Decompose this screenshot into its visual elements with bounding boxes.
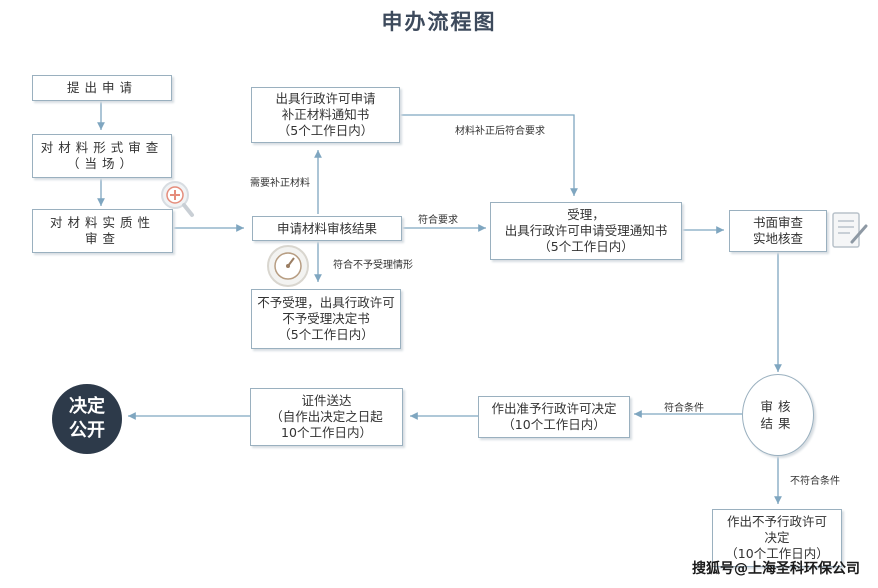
gauge-icon: [267, 245, 309, 287]
step-formal-review: 对材料形式审查 （当场）: [32, 134, 172, 178]
step-inspection: 书面审查 实地核查: [729, 210, 827, 252]
step-decision-published: 决定 公开: [52, 384, 122, 454]
label-not-accepted: 符合不予受理情形: [333, 260, 413, 271]
label-meets-requirements: 符合要求: [418, 215, 458, 226]
step-submit-application: 提出申请: [32, 75, 172, 101]
step-approve-decision: 作出准予行政许可决定 （10个工作日内）: [478, 396, 630, 438]
label-meets-conditions: 符合条件: [664, 403, 704, 414]
page-title: 申办流程图: [381, 10, 497, 34]
arrow-supplement-to-accept: [400, 114, 578, 196]
magnifier-plus-icon: [161, 181, 194, 217]
step-substantive-review: 对材料实质性 审查: [32, 209, 173, 253]
label-after-supplement: 材料补正后符合要求: [455, 126, 545, 137]
step-certificate-delivery: 证件送达 （自作出决定之日起 10个工作日内）: [250, 388, 403, 446]
document-edit-icon: [832, 212, 868, 248]
step-accept-notice: 受理， 出具行政许可申请受理通知书 （5个工作日内）: [490, 202, 682, 260]
watermark: 搜狐号@上海圣科环保公司: [692, 561, 860, 577]
label-not-meets-conditions: 不符合条件: [790, 476, 840, 487]
step-reject-notice: 不予受理，出具行政许可 不予受理决定书 （5个工作日内）: [251, 289, 401, 349]
step-deny-decision: 作出不予行政许可 决定 （10个工作日内）: [712, 509, 842, 567]
step-audit-result: 审核 结果: [742, 374, 814, 456]
step-review-result: 申请材料审核结果: [252, 216, 402, 241]
label-need-supplement: 需要补正材料: [250, 178, 310, 189]
step-supplement-notice: 出具行政许可申请 补正材料通知书 （5个工作日内）: [251, 87, 400, 143]
